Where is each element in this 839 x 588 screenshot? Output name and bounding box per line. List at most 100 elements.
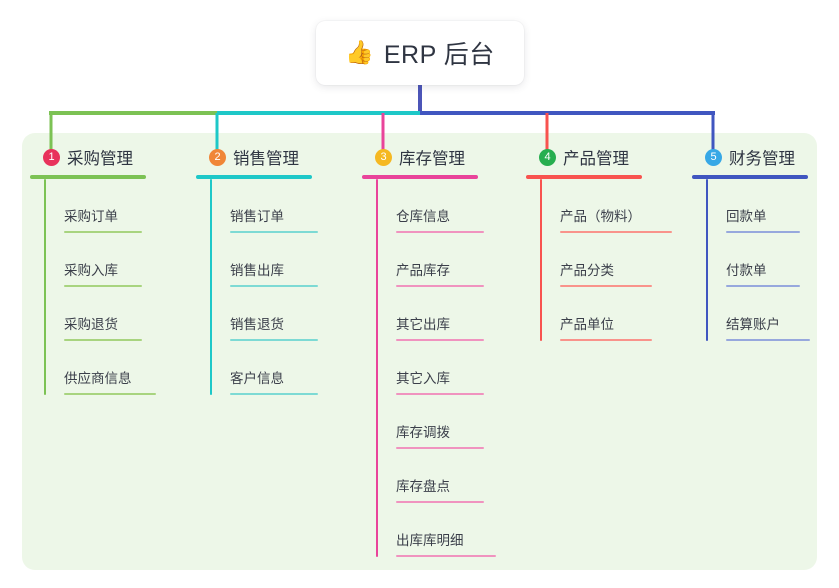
branch-header-4[interactable]: 4 产品管理 (526, 144, 672, 170)
branch-badge-icon: 3 (375, 148, 392, 166)
branch-vertical-rail (540, 179, 542, 341)
leaf-node-underline (396, 339, 484, 341)
leaf-node-label: 产品分类 (560, 263, 614, 278)
leaf-node-underline (64, 393, 156, 395)
leaf-node[interactable]: 产品库存 (376, 233, 496, 287)
leaf-node-underline (560, 231, 672, 233)
branch-children: 回款单付款单结算账户 (692, 179, 810, 341)
leaf-node-label: 采购入库 (64, 263, 118, 278)
branch-underline (362, 175, 478, 179)
branch-title: 产品管理 (563, 150, 629, 168)
leaf-node-label: 仓库信息 (396, 209, 450, 224)
leaf-node[interactable]: 产品单位 (540, 287, 672, 341)
leaf-node-underline (64, 285, 142, 287)
branch-children: 采购订单采购入库采购退货供应商信息 (30, 179, 156, 395)
leaf-node[interactable]: 采购入库 (44, 233, 156, 287)
leaf-node[interactable]: 付款单 (706, 233, 810, 287)
leaf-node-underline (396, 231, 484, 233)
leaf-node[interactable]: 供应商信息 (44, 341, 156, 395)
leaf-node[interactable]: 客户信息 (210, 341, 318, 395)
leaf-node-underline (64, 339, 142, 341)
leaf-node-underline (560, 339, 652, 341)
branch-badge-icon: 1 (43, 148, 60, 166)
branch-header-5[interactable]: 5 财务管理 (692, 144, 810, 170)
branch-badge-icon: 5 (705, 148, 722, 166)
leaf-node-underline (230, 285, 318, 287)
leaf-node[interactable]: 结算账户 (706, 287, 810, 341)
leaf-node-label: 其它出库 (396, 317, 450, 332)
leaf-node[interactable]: 库存调拨 (376, 395, 496, 449)
branch-column-2: 2 销售管理销售订单销售出库销售退货客户信息 (196, 144, 318, 395)
leaf-node-underline (396, 447, 484, 449)
leaf-node-label: 出库库明细 (396, 533, 464, 548)
leaf-node[interactable]: 产品（物料） (540, 179, 672, 233)
branch-vertical-rail (706, 179, 708, 341)
branch-underline (30, 175, 146, 179)
branch-title: 采购管理 (67, 150, 133, 168)
branches-backdrop-panel (22, 133, 817, 570)
leaf-node-label: 库存盘点 (396, 479, 450, 494)
leaf-node[interactable]: 回款单 (706, 179, 810, 233)
leaf-node-label: 产品库存 (396, 263, 450, 278)
branch-header-3[interactable]: 3 库存管理 (362, 144, 496, 170)
root-node-title: ERP 后台 (383, 41, 495, 69)
leaf-node-label: 销售出库 (230, 263, 284, 278)
leaf-node-label: 客户信息 (230, 371, 284, 386)
thumbs-up-icon: 👍 (345, 39, 374, 66)
leaf-node-label: 付款单 (726, 263, 767, 278)
leaf-node-underline (726, 231, 800, 233)
leaf-node[interactable]: 其它出库 (376, 287, 496, 341)
leaf-node-label: 产品（物料） (560, 209, 641, 224)
leaf-node[interactable]: 销售出库 (210, 233, 318, 287)
leaf-node-label: 采购退货 (64, 317, 118, 332)
branch-children: 销售订单销售出库销售退货客户信息 (196, 179, 318, 395)
leaf-node-label: 库存调拨 (396, 425, 450, 440)
branch-header-2[interactable]: 2 销售管理 (196, 144, 318, 170)
branch-underline (526, 175, 642, 179)
leaf-node-underline (726, 285, 800, 287)
branch-title: 财务管理 (729, 150, 795, 168)
leaf-node[interactable]: 销售订单 (210, 179, 318, 233)
leaf-node-label: 其它入库 (396, 371, 450, 386)
leaf-node-label: 回款单 (726, 209, 767, 224)
leaf-node-label: 供应商信息 (64, 371, 132, 386)
branch-vertical-rail (376, 179, 378, 557)
leaf-node[interactable]: 采购退货 (44, 287, 156, 341)
branch-badge-icon: 2 (209, 148, 226, 166)
branch-children: 产品（物料） 产品分类产品单位 (526, 179, 672, 341)
leaf-node-label: 产品单位 (560, 317, 614, 332)
leaf-node[interactable]: 采购订单 (44, 179, 156, 233)
leaf-node-underline (560, 285, 652, 287)
leaf-node[interactable]: 出库库明细 (376, 503, 496, 557)
leaf-node-label: 结算账户 (726, 317, 780, 332)
branch-title: 销售管理 (233, 150, 299, 168)
branch-children: 仓库信息产品库存其它出库其它入库库存调拨库存盘点出库库明细 (362, 179, 496, 557)
branch-column-1: 1 采购管理采购订单采购入库采购退货供应商信息 (30, 144, 156, 395)
leaf-node[interactable]: 库存盘点 (376, 449, 496, 503)
leaf-node-underline (396, 501, 484, 503)
leaf-node-underline (230, 393, 318, 395)
leaf-node-label: 销售退货 (230, 317, 284, 332)
leaf-node-label: 销售订单 (230, 209, 284, 224)
leaf-node-underline (230, 231, 318, 233)
leaf-node-underline (726, 339, 810, 341)
leaf-node[interactable]: 销售退货 (210, 287, 318, 341)
branch-underline (196, 175, 312, 179)
branch-header-1[interactable]: 1 采购管理 (30, 144, 156, 170)
branch-vertical-rail (44, 179, 46, 395)
leaf-node[interactable]: 其它入库 (376, 341, 496, 395)
branch-title: 库存管理 (399, 150, 465, 168)
branch-column-3: 3 库存管理仓库信息产品库存其它出库其它入库库存调拨库存盘点出库库明细 (362, 144, 496, 557)
root-node-card[interactable]: 👍 ERP 后台 (316, 21, 524, 85)
branch-column-5: 5 财务管理回款单付款单结算账户 (692, 144, 810, 341)
leaf-node-underline (396, 555, 496, 557)
leaf-node-underline (396, 393, 484, 395)
leaf-node-underline (230, 339, 318, 341)
leaf-node[interactable]: 仓库信息 (376, 179, 496, 233)
branch-underline (692, 175, 808, 179)
branch-column-4: 4 产品管理产品（物料） 产品分类产品单位 (526, 144, 672, 341)
leaf-node[interactable]: 产品分类 (540, 233, 672, 287)
branch-badge-icon: 4 (539, 148, 556, 166)
